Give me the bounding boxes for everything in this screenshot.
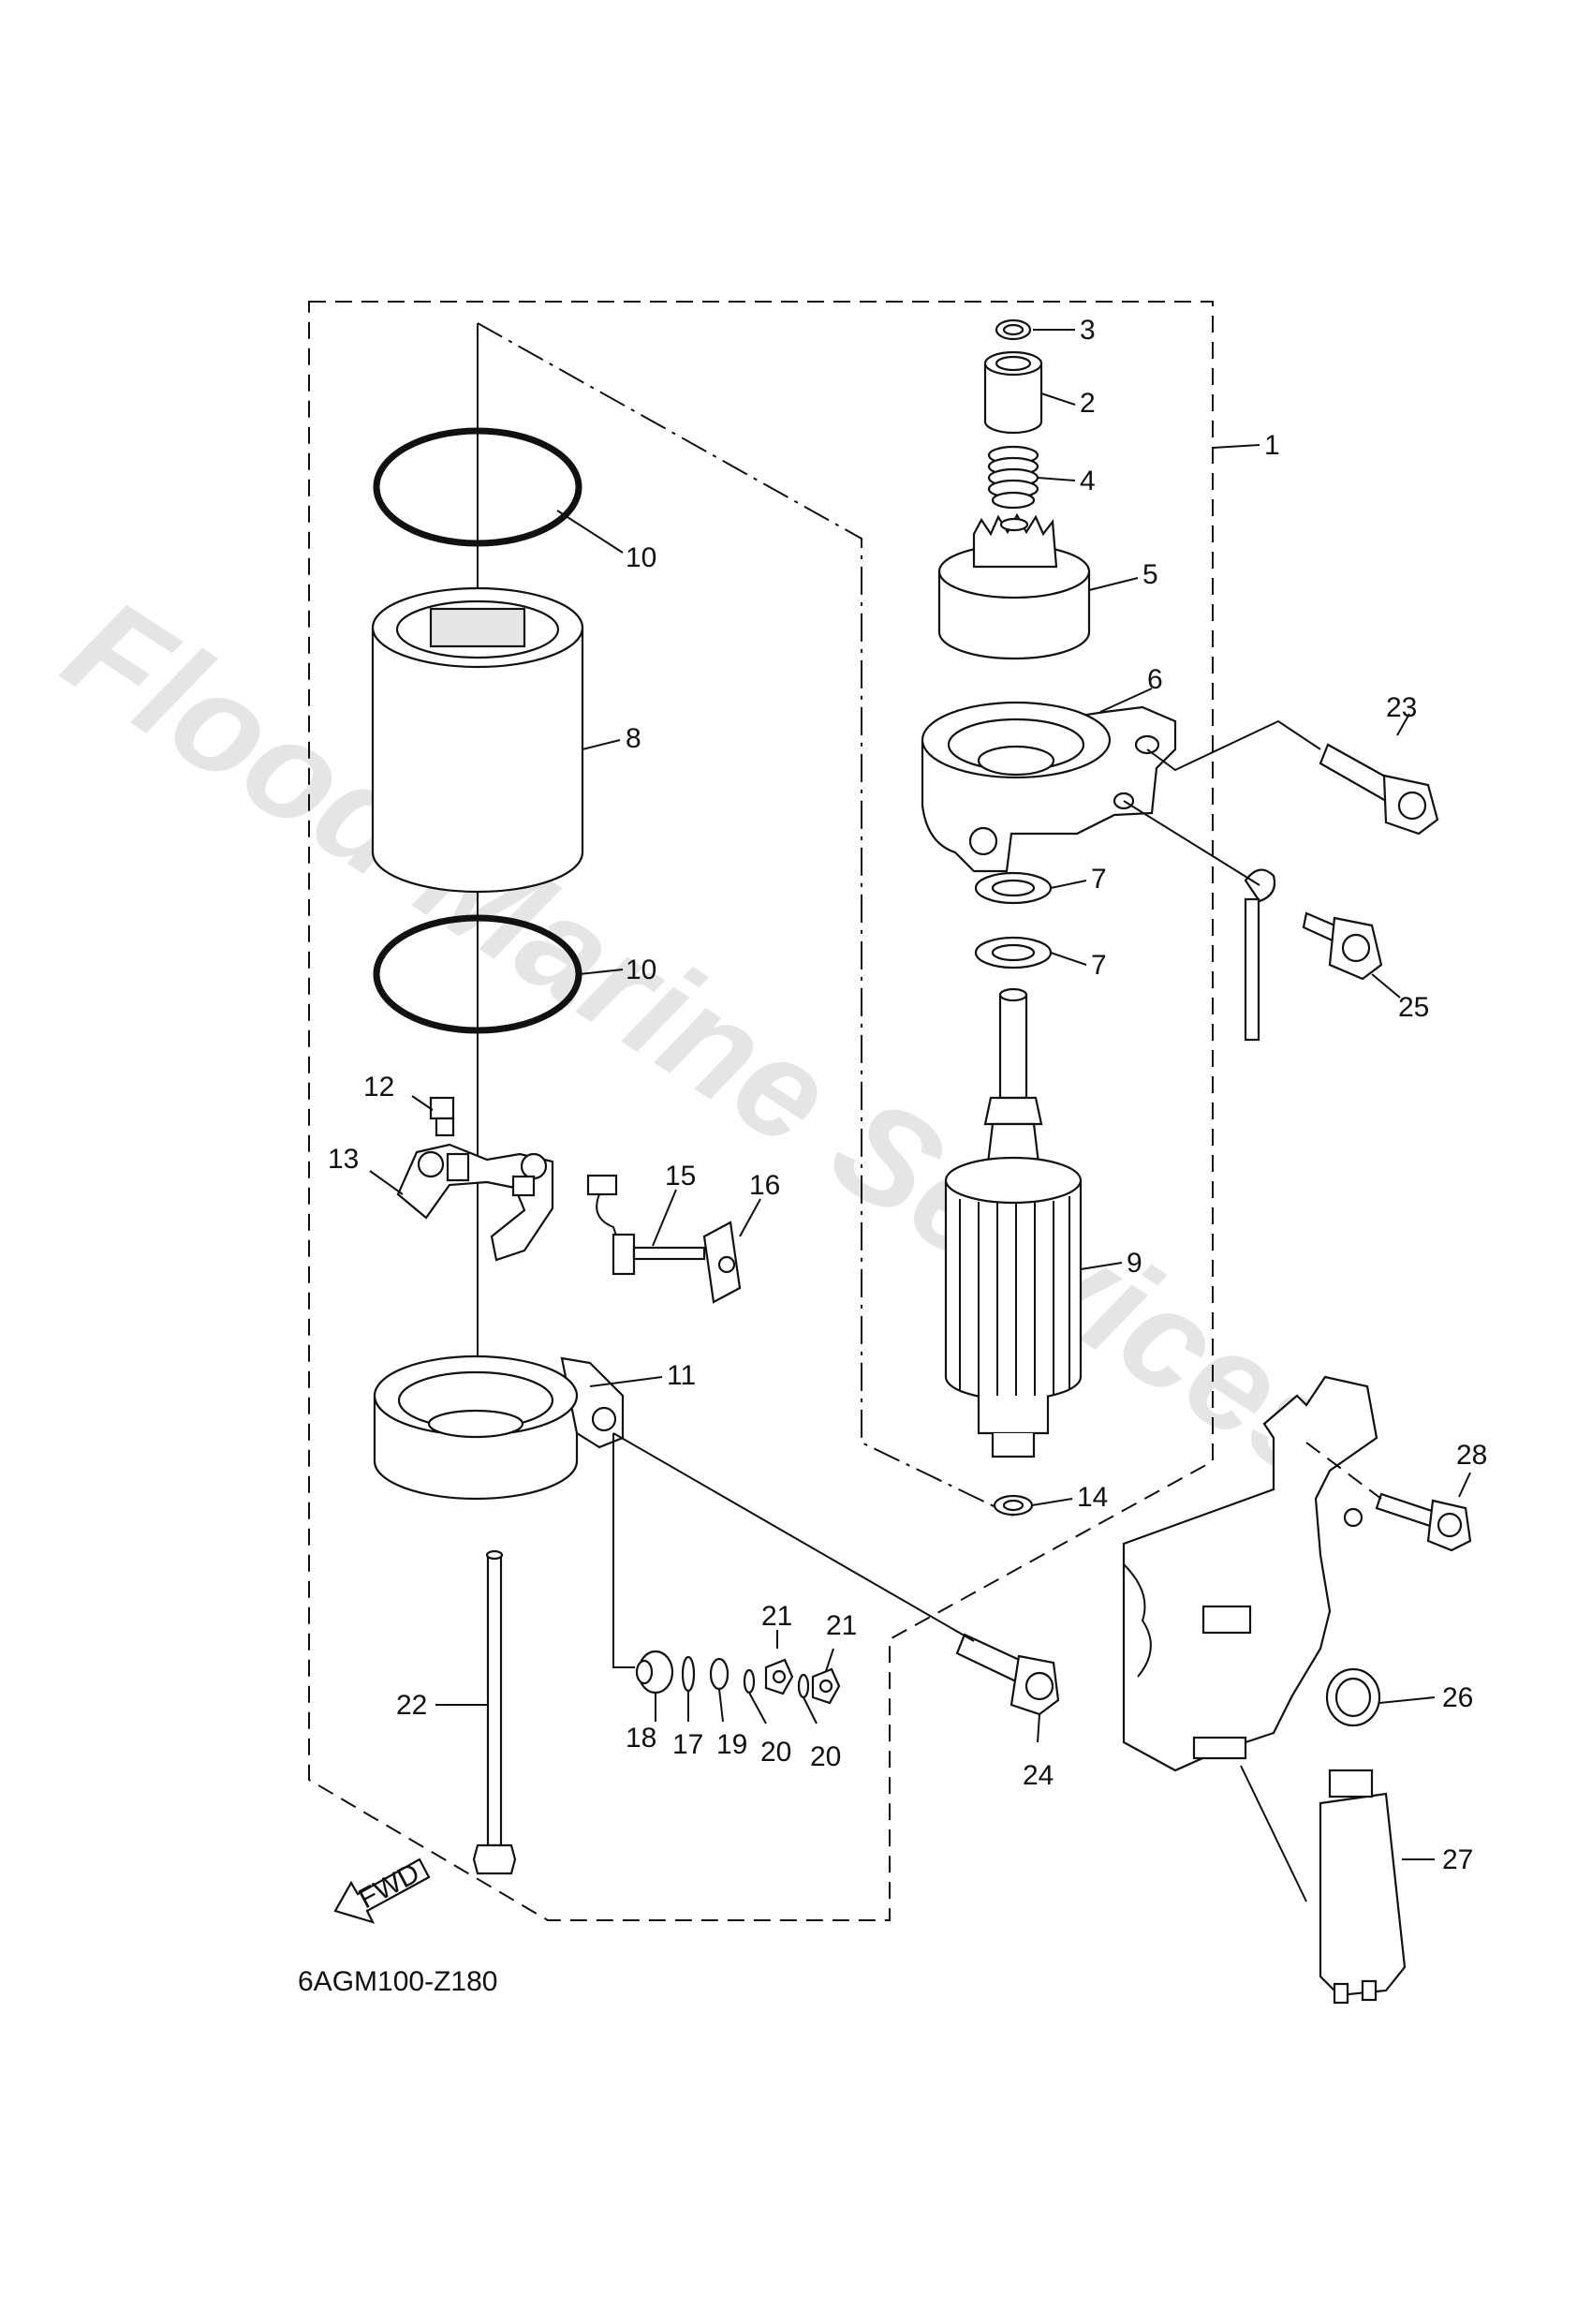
callout-13: 13	[328, 1144, 359, 1175]
callout-25: 25	[1398, 992, 1429, 1023]
part-cover-plate	[1319, 1769, 1407, 2005]
callout-leaders	[369, 329, 1471, 1860]
callout-7a: 7	[1091, 864, 1107, 895]
part-rear-bracket	[373, 1354, 625, 1501]
callout-20b: 20	[810, 1741, 841, 1772]
callout-17: 17	[672, 1729, 703, 1760]
callout-9: 9	[1127, 1248, 1142, 1279]
watermark: Flood Marine Services	[40, 568, 1377, 1512]
part-armature	[944, 987, 1083, 1458]
cover-plate-guide	[1240, 1765, 1307, 1902]
callout-12: 12	[363, 1072, 394, 1103]
callout-22: 22	[396, 1690, 427, 1721]
fwd-label: FWD	[354, 1858, 425, 1915]
part-collar	[983, 350, 1043, 435]
terminal-guide-line	[612, 1433, 635, 1668]
part-nut-b	[811, 1667, 841, 1705]
callout-14: 14	[1077, 1482, 1108, 1513]
bolt-upper-guide	[1146, 719, 1321, 772]
part-cover-bolt	[1375, 1492, 1472, 1552]
part-spring-washer-b	[797, 1673, 810, 1699]
callout-10b: 10	[626, 955, 656, 985]
part-washer-lower	[974, 936, 1053, 970]
callout-18: 18	[626, 1723, 656, 1754]
callout-3: 3	[1080, 315, 1096, 346]
part-pinion-drive	[937, 512, 1091, 660]
part-o-ring-small	[681, 1655, 696, 1693]
part-yoke	[371, 586, 584, 894]
assembly-boundary	[308, 301, 1214, 1921]
part-thrust-washer	[993, 1494, 1034, 1517]
callout-26: 26	[1442, 1682, 1473, 1713]
callout-27: 27	[1442, 1844, 1473, 1875]
callout-19: 19	[716, 1729, 747, 1760]
callout-28: 28	[1456, 1440, 1487, 1471]
part-brush	[429, 1096, 455, 1137]
bolt-guide-line	[612, 1432, 975, 1642]
part-ground-lead	[1244, 868, 1383, 1042]
part-spring-washer-a	[743, 1668, 756, 1695]
part-through-bolt	[472, 1549, 517, 1875]
part-brush-holder	[396, 1143, 554, 1262]
callout-1: 1	[1264, 430, 1280, 461]
callout-20a: 20	[760, 1737, 791, 1768]
part-spring	[987, 445, 1039, 510]
callout-6: 6	[1147, 664, 1163, 695]
callout-4: 4	[1080, 466, 1096, 496]
assembly-center-line	[477, 322, 1014, 1517]
part-plain-washer	[709, 1657, 730, 1691]
callout-11: 11	[667, 1360, 696, 1391]
callout-24: 24	[1023, 1760, 1054, 1791]
part-o-ring-upper	[373, 427, 582, 547]
callout-8: 8	[626, 723, 641, 754]
part-starter-cover	[1122, 1375, 1381, 1772]
callout-15: 15	[665, 1161, 696, 1192]
callout-16: 16	[749, 1170, 780, 1201]
part-terminal-plate	[702, 1221, 742, 1304]
part-mounting-bolt	[955, 1633, 1060, 1716]
armature-core-slots	[959, 1196, 1070, 1399]
diagram-code: 6AGM100-Z180	[298, 1966, 497, 1997]
cover-bolt-guide	[1305, 1442, 1382, 1500]
callout-23: 23	[1386, 692, 1417, 723]
callout-21b: 21	[826, 1610, 857, 1641]
part-circlip	[995, 318, 1032, 341]
part-brush-lead	[586, 1174, 706, 1276]
callout-7b: 7	[1091, 950, 1107, 981]
callout-labels: 1 2 3 4 5 6 7 7 8 9 10 10 11 12 13 14 15…	[328, 315, 1487, 1875]
callout-10a: 10	[626, 542, 656, 573]
part-nut-a	[764, 1658, 794, 1695]
part-washer-upper	[974, 871, 1053, 905]
callout-5: 5	[1142, 559, 1158, 590]
fwd-arrow-icon: FWD	[333, 1858, 431, 1924]
part-terminal-collar	[635, 1650, 674, 1695]
part-front-bracket	[921, 701, 1177, 873]
lead-guide-line	[1123, 800, 1260, 886]
callout-21a: 21	[761, 1601, 792, 1632]
part-bolt-upper	[1319, 743, 1439, 836]
callout-2: 2	[1080, 388, 1096, 419]
